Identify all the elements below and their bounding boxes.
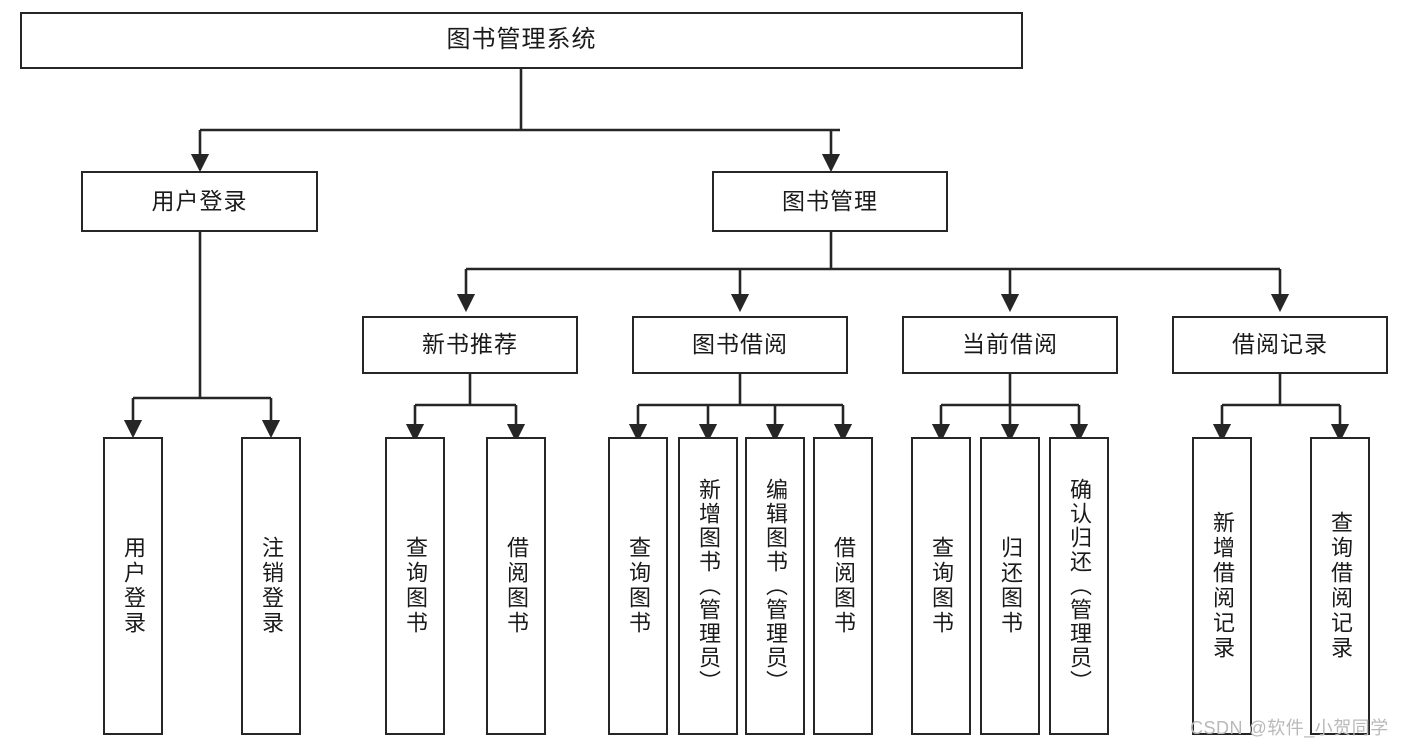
node-leaf-edit-book[interactable]: 编辑图书（管理员）	[745, 437, 805, 735]
node-book-borrow-label: 图书借阅	[692, 331, 788, 358]
node-root-label: 图书管理系统	[446, 26, 597, 54]
node-leaf-query-book-1-label: 查询图书	[402, 536, 428, 636]
node-book-borrow[interactable]: 图书借阅	[632, 316, 848, 374]
node-current-borrow-label: 当前借阅	[962, 331, 1058, 358]
node-new-book-rec[interactable]: 新书推荐	[362, 316, 578, 374]
node-leaf-borrow-book-1[interactable]: 借阅图书	[486, 437, 546, 735]
node-current-borrow[interactable]: 当前借阅	[902, 316, 1118, 374]
node-leaf-user-logout[interactable]: 注销登录	[241, 437, 301, 735]
node-new-book-rec-label: 新书推荐	[422, 331, 518, 358]
node-leaf-return-book[interactable]: 归还图书	[980, 437, 1040, 735]
node-leaf-return-book-label: 归还图书	[997, 536, 1023, 636]
node-leaf-add-book[interactable]: 新增图书（管理员）	[678, 437, 738, 735]
node-leaf-borrow-book-2-label: 借阅图书	[830, 536, 856, 636]
node-leaf-query-book-1[interactable]: 查询图书	[385, 437, 445, 735]
node-leaf-user-logout-label: 注销登录	[258, 536, 284, 636]
node-borrow-record[interactable]: 借阅记录	[1172, 316, 1388, 374]
node-leaf-query-book-3-label: 查询图书	[928, 536, 954, 636]
node-leaf-query-book-3[interactable]: 查询图书	[911, 437, 971, 735]
node-user-login-label: 用户登录	[151, 187, 248, 214]
node-leaf-query-book-2[interactable]: 查询图书	[608, 437, 668, 735]
node-leaf-query-record[interactable]: 查询借阅记录	[1310, 437, 1370, 735]
node-leaf-query-book-2-label: 查询图书	[625, 536, 651, 636]
csdn-watermark: CSDN @软件_小贺同学	[1190, 718, 1389, 738]
node-leaf-user-login-label: 用户登录	[120, 536, 146, 636]
node-leaf-borrow-book-1-label: 借阅图书	[503, 536, 529, 636]
node-leaf-confirm-return[interactable]: 确认归还（管理员）	[1049, 437, 1109, 735]
node-user-login[interactable]: 用户登录	[81, 171, 318, 232]
node-book-manage-label: 图书管理	[782, 187, 878, 214]
node-leaf-edit-book-label: 编辑图书（管理员）	[762, 478, 788, 694]
node-borrow-record-label: 借阅记录	[1232, 331, 1328, 358]
node-leaf-add-record-label: 新增借阅记录	[1209, 511, 1235, 661]
node-leaf-confirm-return-label: 确认归还（管理员）	[1066, 478, 1092, 694]
node-leaf-add-record[interactable]: 新增借阅记录	[1192, 437, 1252, 735]
node-book-manage[interactable]: 图书管理	[712, 171, 948, 232]
node-leaf-query-record-label: 查询借阅记录	[1327, 511, 1353, 661]
node-leaf-add-book-label: 新增图书（管理员）	[695, 478, 721, 694]
node-leaf-borrow-book-2[interactable]: 借阅图书	[813, 437, 873, 735]
node-leaf-user-login[interactable]: 用户登录	[103, 437, 163, 735]
node-root[interactable]: 图书管理系统	[20, 12, 1023, 69]
